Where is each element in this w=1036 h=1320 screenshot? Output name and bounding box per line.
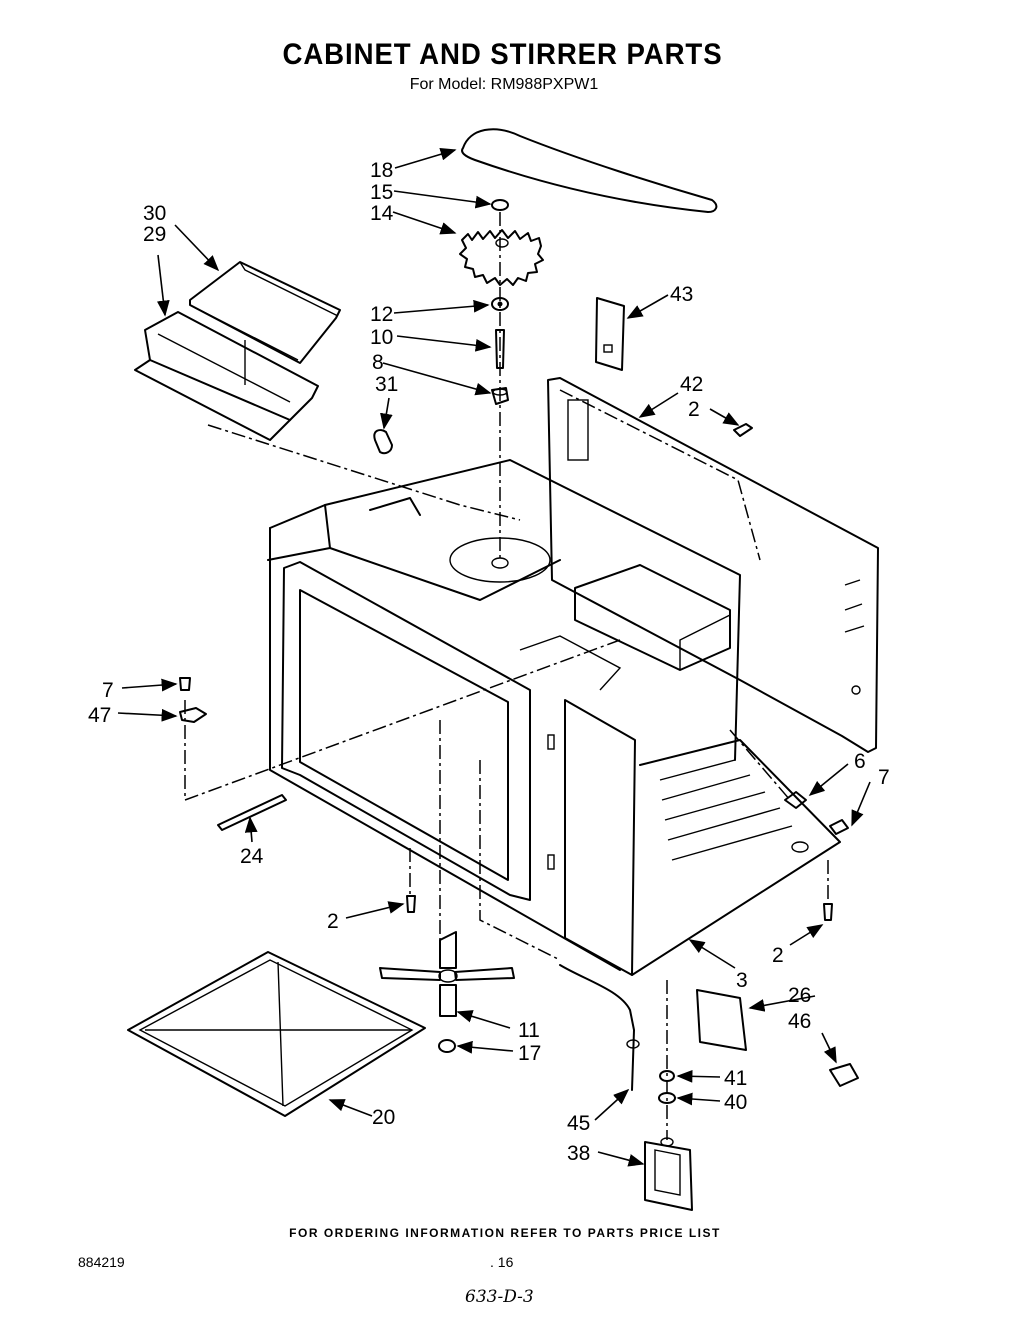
callout-40: 40	[724, 1091, 747, 1114]
assembly-lines	[184, 212, 829, 1140]
callout-38: 38	[567, 1142, 590, 1165]
part-14-pulley	[459, 229, 544, 286]
leader-arrows	[117, 148, 871, 1167]
model-subtitle: For Model: RM988PXPW1	[409, 76, 599, 93]
part-17-nut	[438, 1039, 456, 1053]
part-10-shaft	[495, 329, 505, 369]
page-number: . 16	[490, 1254, 514, 1270]
page-title: CABINET AND STIRRER PARTS	[282, 38, 723, 71]
callout-15: 15	[370, 181, 393, 204]
callout-6: 6	[854, 750, 866, 773]
callout-2-mid: 2	[327, 910, 339, 933]
part-29-duct	[134, 311, 319, 441]
callout-2-right: 2	[772, 944, 784, 967]
part-2-screw-mid	[406, 895, 416, 913]
callout-labels: 18 15 14 30 29 12 10 8 31 43 42 2 7 47 6…	[88, 159, 890, 1165]
part-7-screw-left	[179, 677, 191, 691]
callout-42: 42	[680, 373, 703, 396]
part-24-rail	[217, 794, 287, 831]
part-18-belt	[461, 128, 718, 213]
part-47-bracket-left	[179, 707, 207, 723]
callout-46: 46	[788, 1010, 811, 1033]
part-43-bracket	[595, 297, 625, 371]
part-38-motor	[644, 1137, 693, 1211]
ordering-note: FOR ORDERING INFORMATION REFER TO PARTS …	[289, 1226, 721, 1240]
callout-14: 14	[370, 202, 394, 225]
callout-17: 17	[518, 1042, 541, 1065]
part-2-screw-right	[823, 903, 833, 921]
callout-12: 12	[370, 303, 393, 326]
part-26-shield	[696, 989, 747, 1051]
callout-20: 20	[372, 1106, 395, 1129]
part-30-cover	[189, 261, 341, 364]
part-2-screw-top	[733, 423, 753, 437]
part-3-cabinet	[267, 459, 841, 976]
part-46-clip	[829, 1063, 859, 1087]
part-7-screw-right	[829, 819, 849, 835]
callout-7-right: 7	[878, 766, 890, 789]
callout-30: 30	[143, 202, 166, 225]
document-number: 884219	[78, 1254, 125, 1270]
callout-2-top: 2	[688, 398, 700, 421]
part-20-gasket	[127, 951, 426, 1117]
part-15-clip	[491, 199, 509, 211]
callout-31: 31	[375, 373, 398, 396]
callout-3: 3	[736, 969, 748, 992]
callout-24: 24	[240, 845, 264, 868]
callout-43: 43	[670, 283, 693, 306]
callout-8: 8	[372, 351, 384, 374]
callout-26: 26	[788, 984, 811, 1007]
part-42-back-panel	[547, 377, 879, 753]
part-45-wire	[559, 964, 640, 1091]
handwritten-code: 633-D-3	[465, 1287, 534, 1307]
part-11-fan	[379, 931, 515, 1017]
callout-18: 18	[370, 159, 393, 182]
callout-41: 41	[724, 1067, 747, 1090]
part-6-switch	[784, 791, 807, 809]
part-31-clip	[373, 429, 393, 455]
callout-11: 11	[518, 1019, 540, 1042]
callout-29: 29	[143, 223, 166, 246]
callout-10: 10	[370, 326, 393, 349]
callout-7-left: 7	[102, 679, 114, 702]
callout-45: 45	[567, 1112, 590, 1135]
callout-47: 47	[88, 704, 111, 727]
